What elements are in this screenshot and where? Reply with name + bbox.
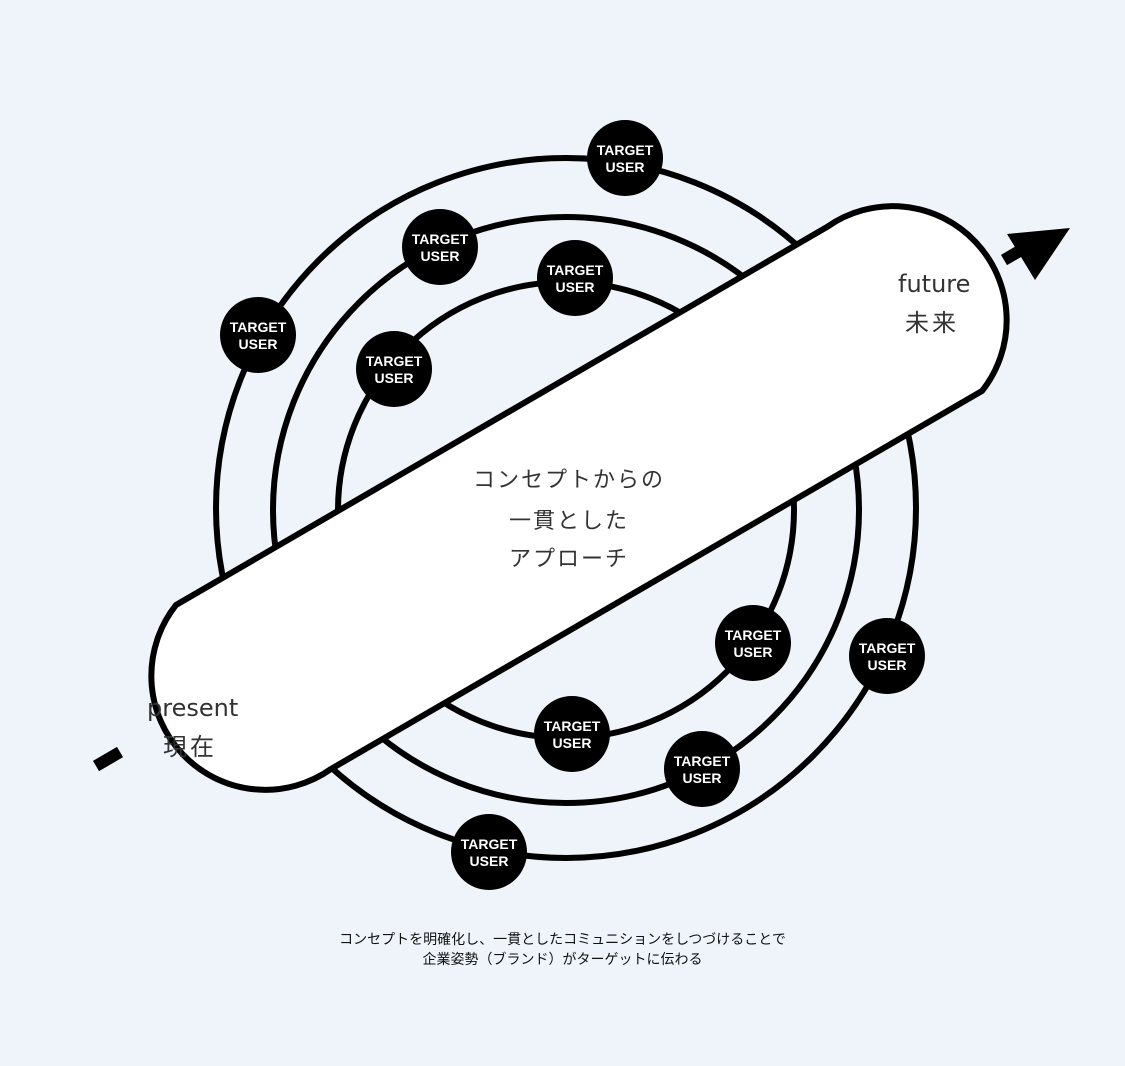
approach-line-3: アプローチ <box>509 547 629 572</box>
target-user-node: TARGET USER <box>534 696 610 772</box>
target-user-label: TARGET <box>412 231 469 247</box>
target-user-node: TARGET USER <box>664 731 740 807</box>
future-label-ja: 未来 <box>905 309 959 337</box>
present-label: present <box>147 694 238 722</box>
target-user-label: USER <box>553 735 592 751</box>
present-label-ja: 現在 <box>163 733 217 761</box>
target-user-label: TARGET <box>674 753 731 769</box>
target-user-label: USER <box>734 644 773 660</box>
approach-line-1: コンセプトからの <box>473 468 665 493</box>
target-user-label: TARGET <box>547 262 604 278</box>
target-user-label: USER <box>421 248 460 264</box>
caption-line-1: コンセプトを明確化し、一貫としたコミュニションをしつづけることで <box>339 932 786 948</box>
target-user-node: TARGET USER <box>537 240 613 316</box>
target-user-label: TARGET <box>544 718 601 734</box>
target-user-label: USER <box>470 853 509 869</box>
target-user-nodes: TARGET USER TARGET USER TARGET USER TARG… <box>220 120 925 890</box>
target-user-label: USER <box>556 279 595 295</box>
target-user-label: USER <box>683 770 722 786</box>
arrow-tail <box>92 746 124 772</box>
target-user-label: TARGET <box>461 836 518 852</box>
diagram-caption: コンセプトを明確化し、一貫としたコミュニションをしつづけることで 企業姿勢（ブラ… <box>0 930 1125 970</box>
approach-line-2: 一貫とした <box>509 509 629 534</box>
outer-orbit <box>213 155 919 861</box>
target-user-label: TARGET <box>859 640 916 656</box>
target-user-node: TARGET USER <box>849 618 925 694</box>
capsule-labels: コンセプトからの 一貫とした アプローチ present 現在 future 未… <box>147 270 970 761</box>
target-user-label: USER <box>375 370 414 386</box>
direction-arrow <box>92 228 1070 772</box>
target-user-label: TARGET <box>230 319 287 335</box>
target-user-node: TARGET USER <box>356 331 432 407</box>
target-user-node: TARGET USER <box>715 605 791 681</box>
target-user-label: USER <box>606 159 645 175</box>
target-user-label: TARGET <box>597 142 654 158</box>
future-label: future <box>898 270 970 298</box>
timeline-capsule <box>148 203 1010 793</box>
target-user-node: TARGET USER <box>402 209 478 285</box>
target-user-node: TARGET USER <box>587 120 663 196</box>
arrow-head <box>1007 228 1070 280</box>
target-user-label: TARGET <box>725 627 782 643</box>
target-user-node: TARGET USER <box>451 814 527 890</box>
target-user-node: TARGET USER <box>220 297 296 373</box>
target-user-label: USER <box>868 657 907 673</box>
caption-line-2: 企業姿勢（ブランド）がターゲットに伝わる <box>422 952 703 968</box>
middle-orbit <box>270 214 862 806</box>
target-user-label: TARGET <box>366 353 423 369</box>
target-user-label: USER <box>239 336 278 352</box>
